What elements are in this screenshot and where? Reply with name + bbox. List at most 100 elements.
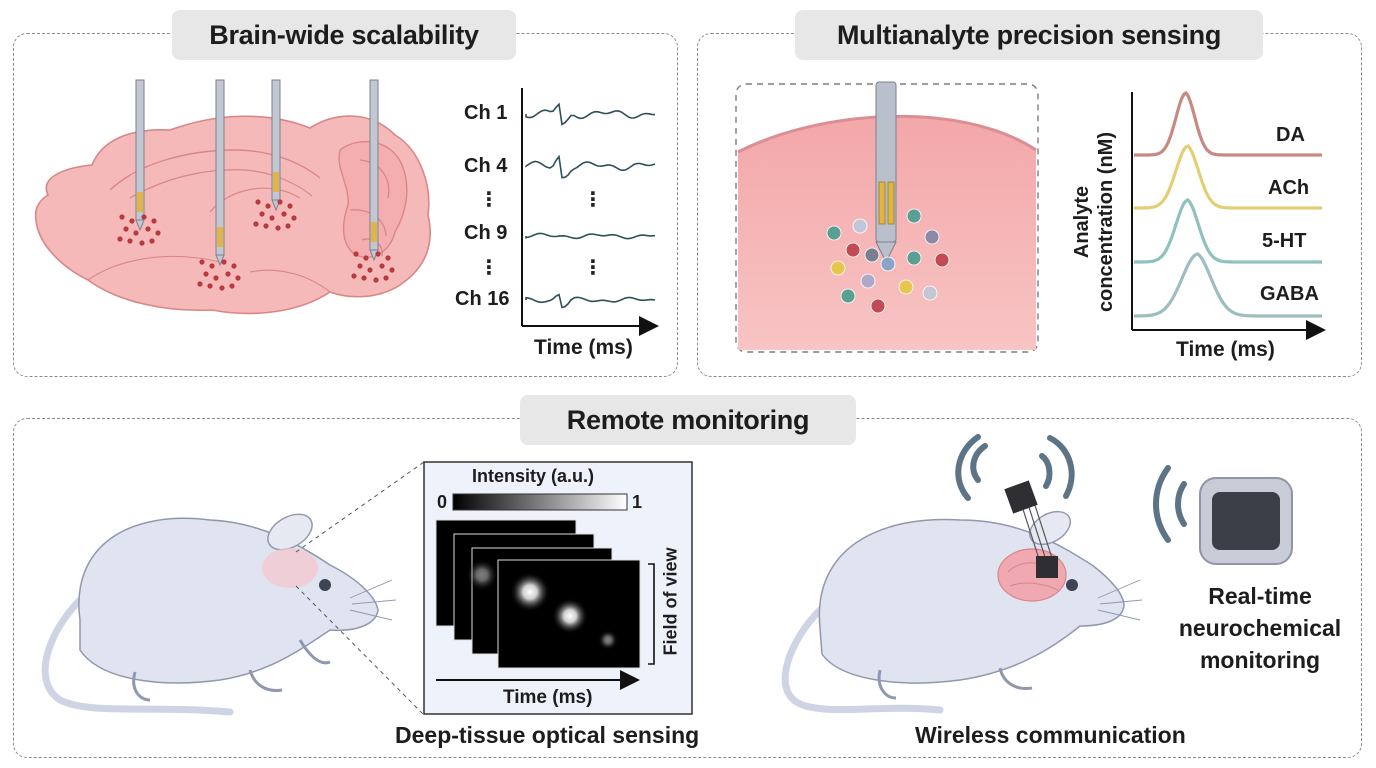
recording-site-dot — [287, 203, 293, 209]
recording-site-dot — [229, 283, 235, 289]
panel-title-brain-wide-scalability: Brain-wide scalability — [172, 10, 516, 60]
ellipsis-label: ⋮ — [583, 189, 603, 211]
recording-site-dot — [353, 251, 359, 257]
recording-site-dot — [221, 259, 227, 265]
analyte-trace — [1134, 198, 1322, 264]
recording-site-dot — [285, 223, 291, 229]
recording-site-dot — [375, 251, 381, 257]
recording-site-dot — [127, 238, 133, 244]
recording-site-dot — [231, 263, 237, 269]
analyte-label: GABA — [1260, 283, 1319, 305]
recording-site-dot — [357, 263, 363, 269]
panel-brain-wide-scalability — [13, 33, 678, 377]
recording-site-dot — [139, 240, 145, 246]
mouse-left — [41, 513, 397, 716]
recording-site-dot — [291, 215, 297, 221]
recording-site-dot — [199, 259, 205, 265]
probe — [369, 79, 379, 262]
recording-site-dot — [145, 226, 151, 232]
recording-site-dot — [129, 218, 135, 224]
analyte-molecule — [830, 260, 846, 276]
channel-trace — [525, 232, 656, 240]
recording-site-dot — [379, 263, 385, 269]
recording-site-dot — [373, 277, 379, 283]
analyte-molecule — [852, 218, 868, 234]
recording-site-dot — [149, 238, 155, 244]
recording-site-dot — [269, 215, 275, 221]
ellipsis-label: ⋮ — [479, 257, 499, 279]
analyte-trace — [1134, 90, 1322, 157]
channel-label: Ch 1 — [464, 102, 508, 124]
colorbar-min: 0 — [437, 492, 448, 512]
recording-site-dot — [141, 214, 147, 220]
optical-x-axis-label: Time (ms) — [503, 687, 593, 708]
recording-site-dot — [133, 230, 139, 236]
analyte-molecule — [906, 250, 922, 266]
channel-trace — [525, 102, 656, 126]
caption-deep-tissue-optical-sensing: Deep-tissue optical sensing — [395, 722, 700, 748]
analyte-molecule — [864, 247, 880, 263]
channel-trace — [525, 154, 656, 179]
analyte-molecule — [906, 208, 922, 224]
x-axis-label: Time (ms) — [534, 336, 633, 359]
channel-traces-plot — [521, 88, 659, 336]
recording-site-dot — [389, 267, 395, 273]
recording-sites — [117, 199, 395, 291]
recording-site-dot — [275, 225, 281, 231]
analyte-molecule — [880, 256, 896, 272]
recording-site-dot — [281, 211, 287, 217]
channel-label: Ch 9 — [464, 222, 508, 244]
ellipsis-label: ⋮ — [479, 189, 499, 211]
analyte-concentration-plot — [1131, 90, 1326, 340]
analyte-molecule — [898, 279, 914, 295]
tissue-inset — [735, 81, 1039, 353]
analyte-trace — [1134, 252, 1322, 318]
monitoring-caption: Real-time neurochemical monitoring — [1170, 580, 1350, 676]
panel-title-multianalyte-sensing: Multianalyte precision sensing — [795, 10, 1263, 60]
probe — [135, 79, 145, 232]
recording-site-dot — [209, 263, 215, 269]
y-axis-label-line2: concentration (nM) — [1095, 132, 1117, 312]
analyte-trace — [1134, 144, 1322, 210]
recording-site-dot — [197, 281, 203, 287]
channel-trace — [525, 293, 656, 309]
y-axis-label-line1: Analyte — [1071, 185, 1093, 259]
brain-illustration — [34, 115, 431, 315]
analyte-label: DA — [1276, 124, 1305, 146]
channel-label: Ch 4 — [464, 155, 508, 177]
colorbar-title: Intensity (a.u.) — [472, 466, 595, 486]
optical-inset — [423, 461, 693, 715]
recording-site-dot — [361, 275, 367, 281]
recording-site-dot — [155, 230, 161, 236]
recording-site-dot — [383, 275, 389, 281]
analyte-molecule — [840, 288, 856, 304]
recording-site-dot — [213, 275, 219, 281]
probe — [271, 79, 281, 212]
monitor-device-icon — [1199, 477, 1293, 565]
recording-site-dot — [207, 283, 213, 289]
recording-site-dot — [263, 223, 269, 229]
recording-site-dot — [253, 221, 259, 227]
recording-site-dot — [265, 203, 271, 209]
analyte-molecule — [924, 229, 940, 245]
analyte-label: ACh — [1268, 177, 1310, 199]
analyte-molecule — [845, 242, 861, 258]
recording-site-dot — [367, 267, 373, 273]
panel-title-remote-monitoring: Remote monitoring — [520, 395, 856, 445]
recording-site-dot — [203, 271, 209, 277]
analyte-label: 5-HT — [1262, 230, 1307, 252]
monitoring-caption-line2: neurochemical — [1178, 615, 1342, 641]
recording-site-dot — [225, 271, 231, 277]
mouse-right — [781, 480, 1143, 714]
analyte-molecule — [934, 252, 950, 268]
recording-site-dot — [119, 214, 125, 220]
recording-site-dot — [219, 285, 225, 291]
analyte-molecule — [922, 285, 938, 301]
recording-site-dot — [259, 211, 265, 217]
analyte-molecule — [870, 298, 886, 314]
x-axis-label: Time (ms) — [1176, 338, 1275, 361]
neural-probes — [135, 79, 379, 267]
channel-label: Ch 16 — [455, 288, 510, 310]
analyte-molecules — [826, 208, 950, 314]
